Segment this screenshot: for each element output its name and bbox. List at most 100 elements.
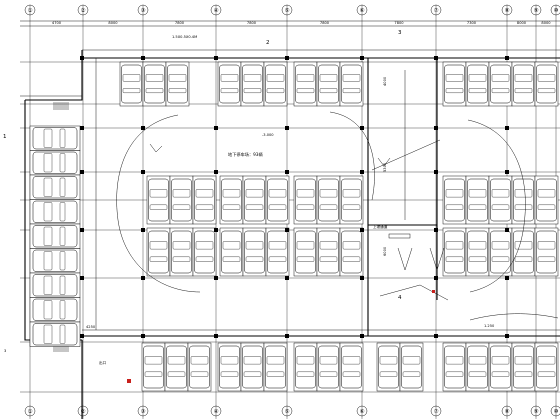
car-rear-window	[59, 300, 66, 320]
car	[32, 298, 78, 321]
car	[513, 345, 534, 389]
axis-label-bottom: ⑤	[285, 409, 290, 415]
car-windshield	[245, 241, 264, 250]
car-windshield	[445, 356, 464, 365]
column	[285, 170, 289, 174]
car	[171, 230, 192, 274]
car	[166, 345, 187, 389]
column	[505, 170, 509, 174]
car-body	[490, 345, 511, 389]
car-rear-window	[445, 88, 464, 93]
column	[285, 334, 289, 338]
car-body	[32, 323, 78, 346]
axis-label: ⑤	[285, 8, 290, 14]
axis-label: ⑨	[534, 7, 539, 14]
car-body	[32, 274, 78, 297]
lane-dim-1: 6000	[383, 246, 387, 256]
car	[221, 178, 242, 222]
ramp-slab	[388, 233, 411, 239]
car-body	[513, 230, 534, 274]
car-body	[166, 345, 187, 389]
parking-stalls	[29, 61, 559, 392]
car-body	[171, 178, 192, 222]
column	[141, 170, 145, 174]
car-body	[148, 178, 169, 222]
area-label: 地下停车场：93辆	[228, 151, 263, 158]
car-body	[244, 178, 265, 222]
car-rear-window	[268, 204, 287, 210]
car	[467, 178, 488, 222]
car-body	[467, 178, 488, 222]
car-rear-window	[222, 204, 241, 210]
car-body	[171, 230, 192, 274]
car-rear-window	[445, 256, 464, 262]
car-rear-window	[195, 204, 214, 210]
column	[505, 334, 509, 338]
car-rear-window	[445, 204, 464, 210]
car	[267, 230, 288, 274]
car-windshield	[468, 356, 487, 365]
car-windshield	[43, 226, 53, 246]
car-body	[32, 225, 78, 248]
car-body	[221, 230, 242, 274]
car-rear-window	[537, 371, 556, 377]
car-body	[444, 178, 465, 222]
car-windshield	[445, 241, 464, 250]
axis-label: ⑧	[505, 8, 510, 14]
top-dimension: 7800	[247, 21, 257, 25]
car-windshield	[296, 74, 315, 82]
car-windshield	[168, 74, 187, 82]
top-dimension: 7300	[467, 21, 477, 25]
car	[444, 64, 465, 104]
car-rear-window	[168, 88, 187, 93]
car	[536, 64, 557, 104]
car-rear-window	[514, 204, 533, 210]
top-dimension: 7800	[320, 21, 330, 25]
car	[32, 127, 78, 150]
column	[505, 228, 509, 232]
bottom-right-curve	[469, 313, 559, 321]
car-rear-window	[296, 256, 315, 262]
car	[244, 178, 265, 222]
car-rear-window	[222, 256, 241, 262]
car-windshield	[514, 356, 533, 365]
car-windshield	[243, 356, 262, 365]
car-rear-window	[514, 256, 533, 262]
car	[171, 178, 192, 222]
column	[434, 170, 438, 174]
car-windshield	[268, 189, 287, 198]
car	[32, 151, 78, 174]
side-dim: 4250	[86, 325, 96, 329]
car-windshield	[296, 189, 315, 198]
car-body	[242, 64, 263, 104]
car-body	[32, 200, 78, 223]
car-body	[536, 345, 557, 389]
car-rear-window	[468, 88, 487, 93]
car-windshield	[445, 74, 464, 82]
car	[444, 345, 465, 389]
axis-label: ①	[28, 8, 33, 14]
car-body	[318, 64, 339, 104]
axis-bubble-bottom	[550, 405, 560, 417]
car	[295, 230, 316, 274]
car-body	[318, 230, 339, 274]
car-windshield	[319, 241, 338, 250]
car-body	[490, 230, 511, 274]
car	[318, 345, 339, 389]
car	[341, 64, 362, 104]
column	[141, 56, 145, 60]
car-body	[295, 345, 316, 389]
car-rear-window	[445, 371, 464, 377]
column	[285, 126, 289, 130]
car-body	[341, 345, 362, 389]
top-dimension: 8000	[517, 21, 527, 25]
car-body	[32, 298, 78, 321]
column	[505, 276, 509, 280]
car-rear-window	[319, 256, 338, 262]
car-windshield	[342, 356, 361, 365]
axis-label-bottom: ①	[28, 409, 33, 415]
car-body	[144, 64, 165, 104]
car-rear-window	[468, 256, 487, 262]
car-body	[490, 178, 511, 222]
column	[285, 228, 289, 232]
